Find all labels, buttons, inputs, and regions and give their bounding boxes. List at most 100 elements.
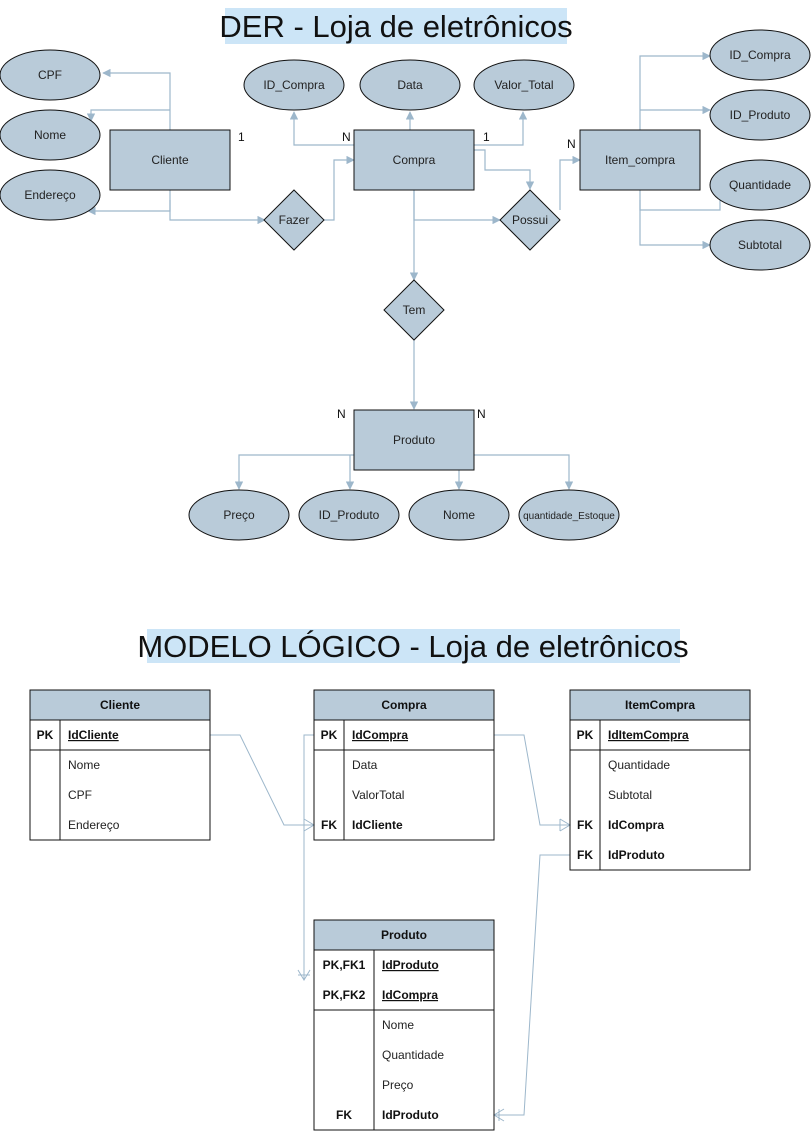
- table-compra-row-key: FK: [321, 818, 337, 832]
- attr-subtotal-ellipse: [709, 219, 811, 271]
- entity-compra-label: Compra: [393, 153, 436, 167]
- attr-endereco-label: Endereço: [24, 188, 76, 202]
- card-cliente: 1: [238, 130, 245, 144]
- card-produto-left: N: [337, 407, 346, 421]
- table-produto-row-field: IdCompra: [382, 988, 438, 1002]
- table-itemcompra-name: ItemCompra: [625, 698, 695, 712]
- attr-quantidade-label: Quantidade: [729, 178, 791, 192]
- connector-fazer-compra: [324, 155, 355, 221]
- attr-quantidade-ellipse: [709, 159, 811, 211]
- attr-subtotal-label: Subtotal: [738, 238, 782, 252]
- table-compra-row-field: ValorTotal: [352, 788, 404, 802]
- table-cliente-row-field: Nome: [68, 758, 100, 772]
- rel-tem-label: Tem: [403, 303, 426, 317]
- table-produto-border: [313, 919, 495, 1131]
- connector-cliente-nome: [86, 109, 170, 122]
- connector-compra-idcompra: [289, 111, 354, 146]
- table-cliente-row-field: Endereço: [68, 818, 120, 832]
- entity-produto-label: Produto: [393, 433, 435, 447]
- attr-id-compra-label: ID_Compra: [263, 78, 325, 92]
- connector-produto-estoque: [474, 454, 574, 490]
- link-compra-produto: [303, 734, 314, 980]
- link-compra-produto-crow: [297, 969, 311, 981]
- attr-id-produto-label: ID_Produto: [319, 508, 380, 522]
- table-produto-row-key: PK,FK1: [323, 958, 366, 972]
- entity-cliente-label: Cliente: [151, 153, 189, 167]
- attr-data-label: Data: [397, 78, 423, 92]
- link-itemcompra-produto: [494, 854, 570, 1116]
- table-cliente-row-key: PK: [37, 728, 54, 742]
- attr-id-produto-ellipse: [298, 489, 400, 541]
- table-cliente-row-field: CPF: [68, 788, 92, 802]
- connector-cliente-fazer: [169, 200, 266, 225]
- rel-tem-diamond: [383, 279, 445, 341]
- attr-id-compra-ellipse: [243, 59, 345, 111]
- attr-nome-produto-label: Nome: [443, 508, 475, 522]
- attr-nome-cliente-ellipse: [0, 109, 101, 161]
- connector-produto-preco: [234, 454, 354, 490]
- table-produto-row-key: PK,FK2: [323, 988, 366, 1002]
- table-compra-name: Compra: [381, 698, 427, 712]
- entity-item-compra-label: Item_compra: [605, 153, 675, 167]
- table-produto-row-field: Quantidade: [382, 1048, 444, 1062]
- connector-cliente-cpf: [102, 68, 171, 130]
- table-itemcompra-row-field: Quantidade: [608, 758, 670, 772]
- table-cliente-border: [29, 689, 211, 841]
- rel-fazer-label: Fazer: [279, 213, 310, 227]
- table-produto-name: Produto: [381, 928, 427, 942]
- entity-cliente-box: [109, 129, 231, 191]
- attr-cpf-label: CPF: [38, 68, 62, 82]
- attr-nome-produto-ellipse: [408, 489, 510, 541]
- attr-quantidade-estoque-label: quantidade_Estoque: [523, 511, 615, 522]
- attr-item-id-produto-label: ID_Produto: [730, 108, 791, 122]
- rel-possui-label: Possui: [512, 213, 548, 227]
- table-itemcompra-border: [569, 689, 751, 871]
- table-produto-row-field: IdProduto: [382, 1108, 439, 1122]
- card-compra-n: N: [342, 130, 351, 144]
- table-compra-row-field: IdCompra: [352, 728, 408, 742]
- link-compra-itemcompra: [494, 734, 570, 826]
- card-compra-1: 1: [483, 130, 490, 144]
- table-cliente-name: Cliente: [100, 698, 140, 712]
- connector-compra-possui-top: [474, 149, 535, 190]
- link-cliente-compra: [210, 734, 314, 826]
- entity-produto-box: [353, 409, 475, 471]
- table-compra-row-key: PK: [321, 728, 338, 742]
- attr-endereco-ellipse: [0, 169, 101, 221]
- connector-compra-valortotal: [474, 111, 528, 146]
- table-compra-border: [313, 689, 495, 841]
- table-itemcompra-row-field: Subtotal: [608, 788, 652, 802]
- der-title: DER - Loja de eletrônicos: [219, 9, 572, 44]
- attr-cpf-ellipse: [0, 49, 101, 101]
- rel-possui-diamond: [499, 189, 561, 251]
- attr-preco-ellipse: [188, 489, 290, 541]
- card-produto-right: N: [477, 407, 486, 421]
- entity-compra-box: [353, 129, 475, 191]
- table-itemcompra-row-key: FK: [577, 848, 593, 862]
- attr-item-id-produto-ellipse: [709, 89, 811, 141]
- rel-fazer-diamond: [263, 189, 325, 251]
- table-compra-row-field: IdCliente: [352, 818, 403, 832]
- connector-item-idcompra: [639, 51, 711, 130]
- attr-valor-total-ellipse: [473, 59, 575, 111]
- connector-item-subtotal: [639, 200, 711, 250]
- card-item-compra: N: [567, 137, 576, 151]
- table-cliente-row-field: IdCliente: [68, 728, 119, 742]
- logico-title: MODELO LÓGICO - Loja de eletrônicos: [137, 629, 688, 664]
- table-produto-row-field: Preço: [382, 1078, 414, 1092]
- table-itemcompra-row-key: FK: [577, 818, 593, 832]
- entity-item-compra-box: [579, 129, 701, 191]
- table-produto-row-field: IdProduto: [382, 958, 439, 972]
- attr-item-id-compra-ellipse: [709, 29, 811, 81]
- table-itemcompra-header: [569, 689, 751, 721]
- table-compra-header: [313, 689, 495, 721]
- connector-compra-possui: [413, 190, 501, 225]
- attr-quantidade-estoque-ellipse: [518, 489, 620, 541]
- attr-data-ellipse: [359, 59, 461, 111]
- table-itemcompra-row-field: IdItemCompra: [608, 728, 689, 742]
